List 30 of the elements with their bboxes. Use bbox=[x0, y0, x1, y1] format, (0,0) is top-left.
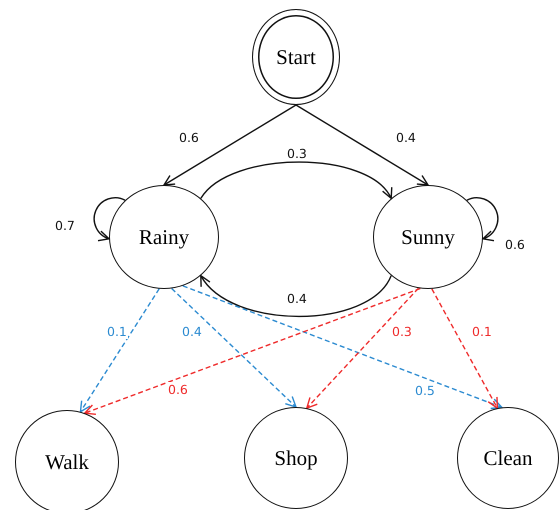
edge-label: 0.4 bbox=[181, 324, 203, 339]
arrow bbox=[171, 288, 297, 408]
arrow bbox=[163, 104, 296, 186]
arrow bbox=[466, 197, 499, 241]
arrow bbox=[93, 197, 126, 241]
edge-label: 0.6 bbox=[178, 130, 200, 145]
edge-label: 0.1 bbox=[471, 324, 493, 339]
edge-label: 0.4 bbox=[395, 130, 417, 145]
state-label: Shop bbox=[274, 446, 318, 470]
arrow bbox=[84, 288, 421, 416]
arrow bbox=[80, 288, 160, 412]
arrow bbox=[200, 161, 392, 200]
edge-label: 0.5 bbox=[414, 383, 436, 398]
edge-label: 0.4 bbox=[286, 291, 308, 306]
edge-label: 0.6 bbox=[167, 382, 189, 397]
edge-label: 0.3 bbox=[286, 146, 308, 161]
arrow bbox=[182, 285, 502, 410]
edge-label: 0.1 bbox=[106, 324, 128, 339]
arrow bbox=[296, 104, 429, 186]
state-label: Rainy bbox=[138, 224, 190, 250]
state-label: Sunny bbox=[401, 224, 455, 250]
state-label: Walk bbox=[45, 450, 89, 474]
edge-label: 0.3 bbox=[391, 324, 413, 339]
arrow bbox=[306, 288, 419, 409]
edge-label: 0.6 bbox=[504, 237, 526, 252]
state-label: Start bbox=[276, 44, 316, 70]
edge-label: 0.7 bbox=[54, 218, 76, 233]
arrow bbox=[431, 288, 498, 409]
state-label: Clean bbox=[484, 446, 532, 470]
arrow bbox=[200, 274, 392, 318]
